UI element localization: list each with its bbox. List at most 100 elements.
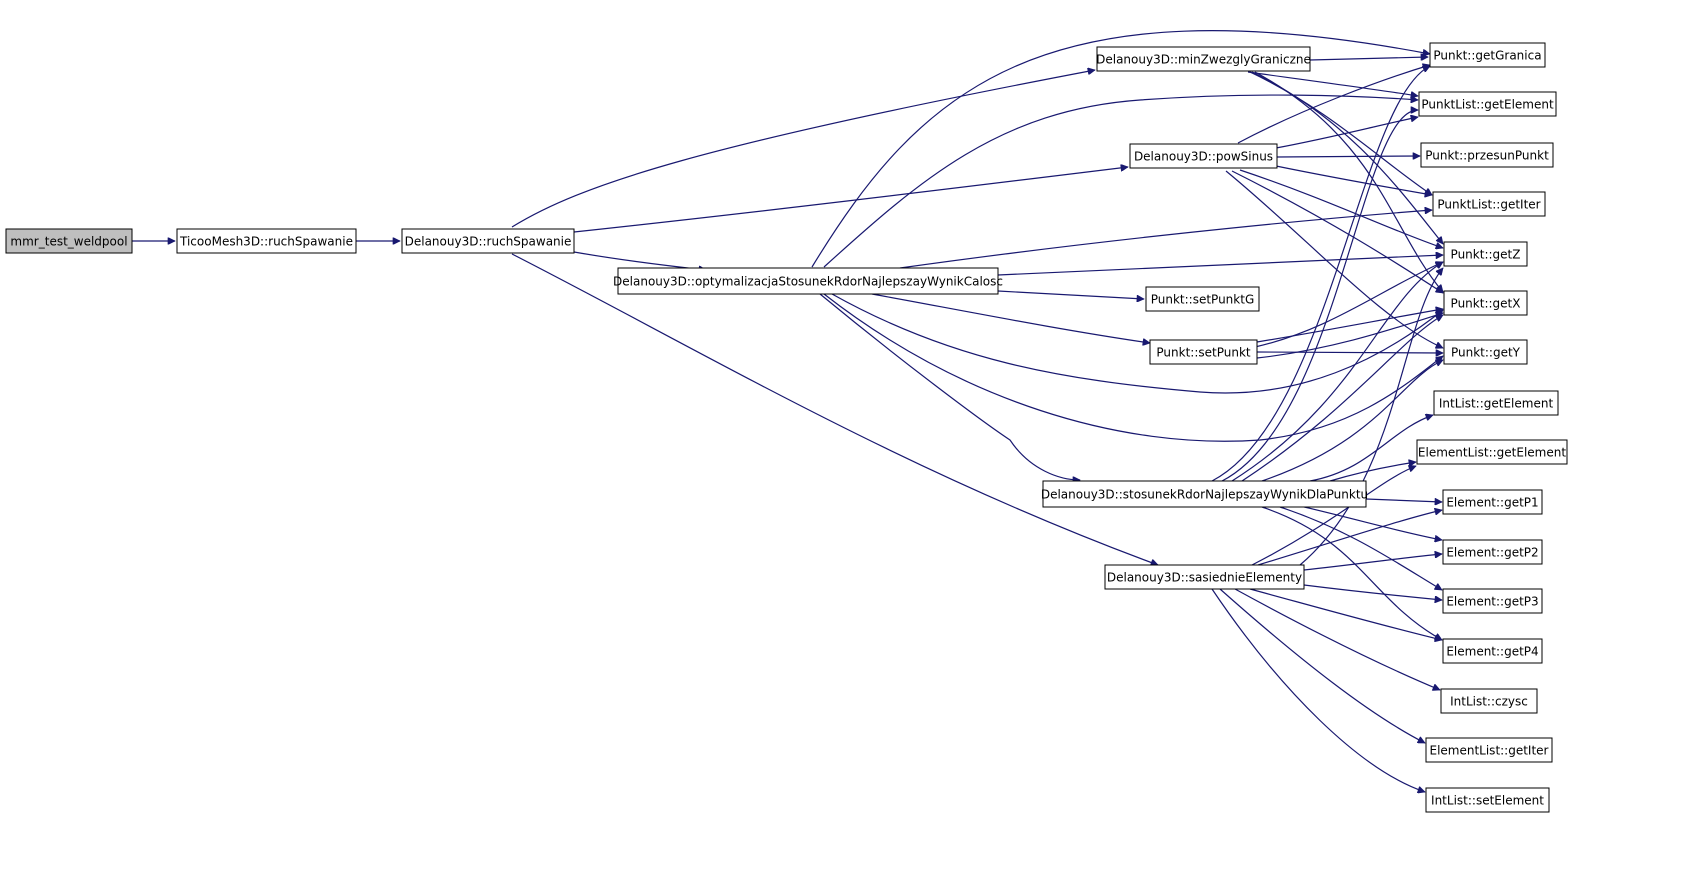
node-punkt-gety[interactable]: Punkt::getY xyxy=(1443,339,1528,365)
node-intlist-setelement[interactable]: IntList::setElement xyxy=(1425,787,1550,813)
node-element-getp3[interactable]: Element::getP3 xyxy=(1442,588,1543,614)
node-element-getp1[interactable]: Element::getP1 xyxy=(1442,489,1543,515)
edge-stos-to-getP3 xyxy=(1279,506,1442,591)
node-box[interactable] xyxy=(617,267,999,295)
edge-opt-to-PunktList-getElement xyxy=(823,94,1418,268)
node-label: Delanouy3D::minZwezglyGraniczne xyxy=(1096,53,1311,67)
node-label: IntList::setElement xyxy=(1431,794,1544,808)
edge-opt-to-getGranica xyxy=(811,30,1430,268)
node-box[interactable] xyxy=(1443,241,1528,267)
node-punktlist-getiter[interactable]: PunktList::getIter xyxy=(1432,191,1546,217)
node-box[interactable] xyxy=(1425,787,1550,813)
edge-sas-to-IntList-setElement xyxy=(1211,588,1425,792)
edge-opt-to-getX-curve xyxy=(831,293,1443,394)
node-box[interactable] xyxy=(1042,480,1367,508)
node-box[interactable] xyxy=(1433,390,1559,416)
node-label: PunktList::getElement xyxy=(1421,98,1554,112)
node-label: Element::getP1 xyxy=(1446,496,1538,510)
node-label: TicooMesh3D::ruchSpawanie xyxy=(179,235,353,249)
edge-opt-to-stosunek xyxy=(819,293,1080,480)
node-box[interactable] xyxy=(1129,143,1278,169)
edge-stos-to-getP2 xyxy=(1299,505,1442,540)
node-box[interactable] xyxy=(176,228,357,254)
node-delanouy3d-powsinus[interactable]: Delanouy3D::powSinus xyxy=(1129,143,1278,169)
edge-stos-to-ElementList-getElement xyxy=(1329,462,1416,482)
node-label: mmr_test_weldpool xyxy=(10,235,127,249)
edge-sas-to-getP3 xyxy=(1303,584,1442,600)
edge-stos-to-PunktList-getElement xyxy=(1221,110,1418,482)
node-box[interactable] xyxy=(1104,564,1305,590)
edge-minZw-to-getGranica xyxy=(1309,57,1428,60)
node-mmr-test-weldpool[interactable]: mmr_test_weldpool xyxy=(5,228,133,254)
node-box[interactable] xyxy=(1145,286,1260,312)
edge-sas-to-ElementList-getIter xyxy=(1219,588,1425,744)
node-box[interactable] xyxy=(1429,42,1546,68)
node-box[interactable] xyxy=(1443,339,1528,365)
edge-pow-to-getGranica xyxy=(1237,65,1430,144)
node-label: Punkt::setPunktG xyxy=(1151,293,1255,307)
node-element-getp2[interactable]: Element::getP2 xyxy=(1442,539,1543,565)
node-box[interactable] xyxy=(5,228,133,254)
node-punkt-getx[interactable]: Punkt::getX xyxy=(1443,290,1528,316)
edge-setPunkt-to-getY xyxy=(1256,352,1443,353)
node-punkt-setpunktg[interactable]: Punkt::setPunktG xyxy=(1145,286,1260,312)
node-box[interactable] xyxy=(1425,737,1553,763)
edge-sas-to-getP1 xyxy=(1257,510,1442,566)
edge-opt-to-PunktList-getIter xyxy=(899,210,1432,269)
node-intlist-czysc[interactable]: IntList::czysc xyxy=(1440,688,1538,714)
edge-sas-to-getP2 xyxy=(1303,554,1442,571)
edge-stos-to-getZ xyxy=(1231,261,1443,482)
node-box[interactable] xyxy=(401,228,575,254)
node-intlist-getelement[interactable]: IntList::getElement xyxy=(1433,390,1559,416)
node-delanouy3d-minzwezglygraniczne[interactable]: Delanouy3D::minZwezglyGraniczne xyxy=(1096,46,1311,72)
node-label: Punkt::setPunkt xyxy=(1156,346,1251,360)
node-element-getp4[interactable]: Element::getP4 xyxy=(1442,638,1543,664)
node-label: Delanouy3D::sasiednieElementy xyxy=(1107,571,1302,585)
node-box[interactable] xyxy=(1149,339,1258,365)
edge-setPunkt-to-getY-2 xyxy=(1256,313,1443,359)
node-label: ElementList::getElement xyxy=(1418,446,1566,460)
node-punkt-setpunkt[interactable]: Punkt::setPunkt xyxy=(1149,339,1258,365)
node-elementlist-getiter[interactable]: ElementList::getIter xyxy=(1425,737,1553,763)
edge-stos-to-getY xyxy=(1261,360,1443,482)
edge-minZw-to-PunktList-getIter xyxy=(1249,71,1432,196)
node-delanouy3d-stosunek[interactable]: Delanouy3D::stosunekRdorNajlepszayWynikD… xyxy=(1041,480,1368,508)
node-delanouy3d-ruchspawanie[interactable]: Delanouy3D::ruchSpawanie xyxy=(401,228,575,254)
node-label: Delanouy3D::powSinus xyxy=(1134,150,1273,164)
edge-ruch-to-powSinus xyxy=(573,167,1128,233)
edge-sas-to-getZ xyxy=(1299,268,1443,566)
edge-minZw-to-getX xyxy=(1254,71,1443,292)
edge-pow-to-getX xyxy=(1231,170,1443,294)
node-label: IntList::czysc xyxy=(1450,695,1528,709)
node-punkt-getgranica[interactable]: Punkt::getGranica xyxy=(1429,42,1546,68)
node-punktlist-getelement[interactable]: PunktList::getElement xyxy=(1418,91,1557,117)
node-box[interactable] xyxy=(1096,46,1311,72)
edge-opt-to-getZ xyxy=(997,255,1443,276)
node-box[interactable] xyxy=(1432,191,1546,217)
node-box[interactable] xyxy=(1418,91,1557,117)
node-label: Element::getP2 xyxy=(1446,546,1538,560)
node-box[interactable] xyxy=(1420,142,1554,168)
node-ticoomesh3d-ruchspawanie[interactable]: TicooMesh3D::ruchSpawanie xyxy=(176,228,357,254)
node-box[interactable] xyxy=(1416,439,1568,465)
edge-pow-to-przesunPunkt xyxy=(1276,156,1420,157)
node-label: IntList::getElement xyxy=(1439,397,1554,411)
node-label: Punkt::getZ xyxy=(1451,248,1521,262)
node-delanouy3d-sasiednieelementy[interactable]: Delanouy3D::sasiednieElementy xyxy=(1104,564,1305,590)
node-box[interactable] xyxy=(1442,638,1543,664)
edge-pow-to-PunktList-getElement xyxy=(1275,117,1418,149)
node-box[interactable] xyxy=(1442,539,1543,565)
nodes: mmr_test_weldpool TicooMesh3D::ruchSpawan… xyxy=(5,42,1568,813)
node-box[interactable] xyxy=(1442,588,1543,614)
node-delanouy3d-optymalizacja[interactable]: Delanouy3D::optymalizacjaStosunekRdorNaj… xyxy=(613,267,1003,295)
node-elementlist-getelement[interactable]: ElementList::getElement xyxy=(1416,439,1568,465)
node-box[interactable] xyxy=(1440,688,1538,714)
edge-pow-to-PunktList-getIter xyxy=(1275,165,1432,195)
edge-ruch-to-minZwezgly xyxy=(511,70,1095,228)
node-punkt-getz[interactable]: Punkt::getZ xyxy=(1443,241,1528,267)
node-punkt-przesunpunkt[interactable]: Punkt::przesunPunkt xyxy=(1420,142,1554,168)
node-box[interactable] xyxy=(1443,290,1528,316)
node-box[interactable] xyxy=(1442,489,1543,515)
node-label: ElementList::getIter xyxy=(1429,744,1548,758)
